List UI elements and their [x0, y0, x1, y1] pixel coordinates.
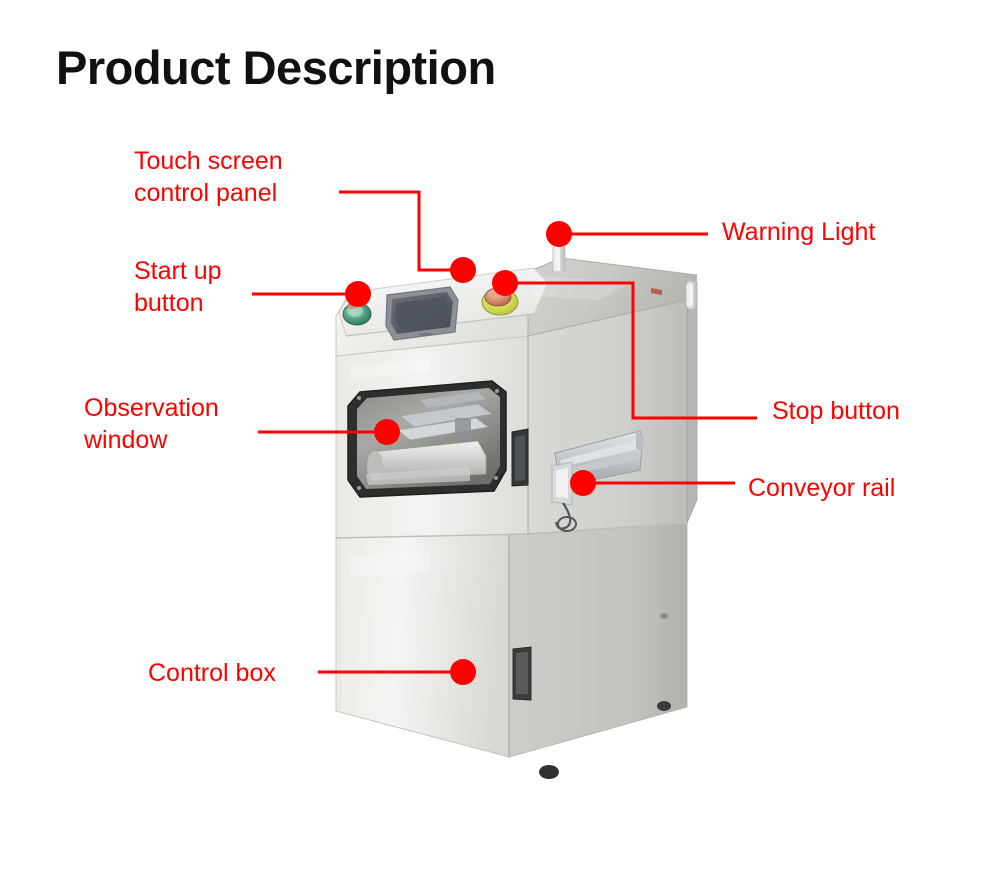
callout-label-touch-screen-control-panel: Touch screen control panel: [134, 147, 283, 207]
callout-dot-warning-light[interactable]: [546, 221, 572, 247]
callout-dots-group: [345, 221, 596, 685]
callout-label-observation-window: Observation window: [84, 394, 219, 454]
callout-label-control-box: Control box: [148, 659, 276, 687]
callout-dot-touch-screen-control-panel[interactable]: [450, 257, 476, 283]
page-title: Product Description: [56, 41, 496, 94]
callout-dot-stop-button[interactable]: [492, 270, 518, 296]
leader-line-touch-screen-control-panel: [339, 190, 463, 272]
callout-dot-start-up-button[interactable]: [345, 281, 371, 307]
leader-lines-group: [252, 190, 757, 674]
callout-label-warning-light: Warning Light: [722, 218, 876, 246]
callout-dot-control-box[interactable]: [450, 659, 476, 685]
leader-line-stop-button: [505, 281, 757, 420]
callout-label-stop-button: Stop button: [772, 397, 900, 425]
callout-label-conveyor-rail: Conveyor rail: [748, 474, 896, 502]
callout-dot-conveyor-rail[interactable]: [570, 470, 596, 496]
callout-label-start-up-button: Start up button: [134, 257, 222, 317]
callout-dot-observation-window[interactable]: [374, 419, 400, 445]
